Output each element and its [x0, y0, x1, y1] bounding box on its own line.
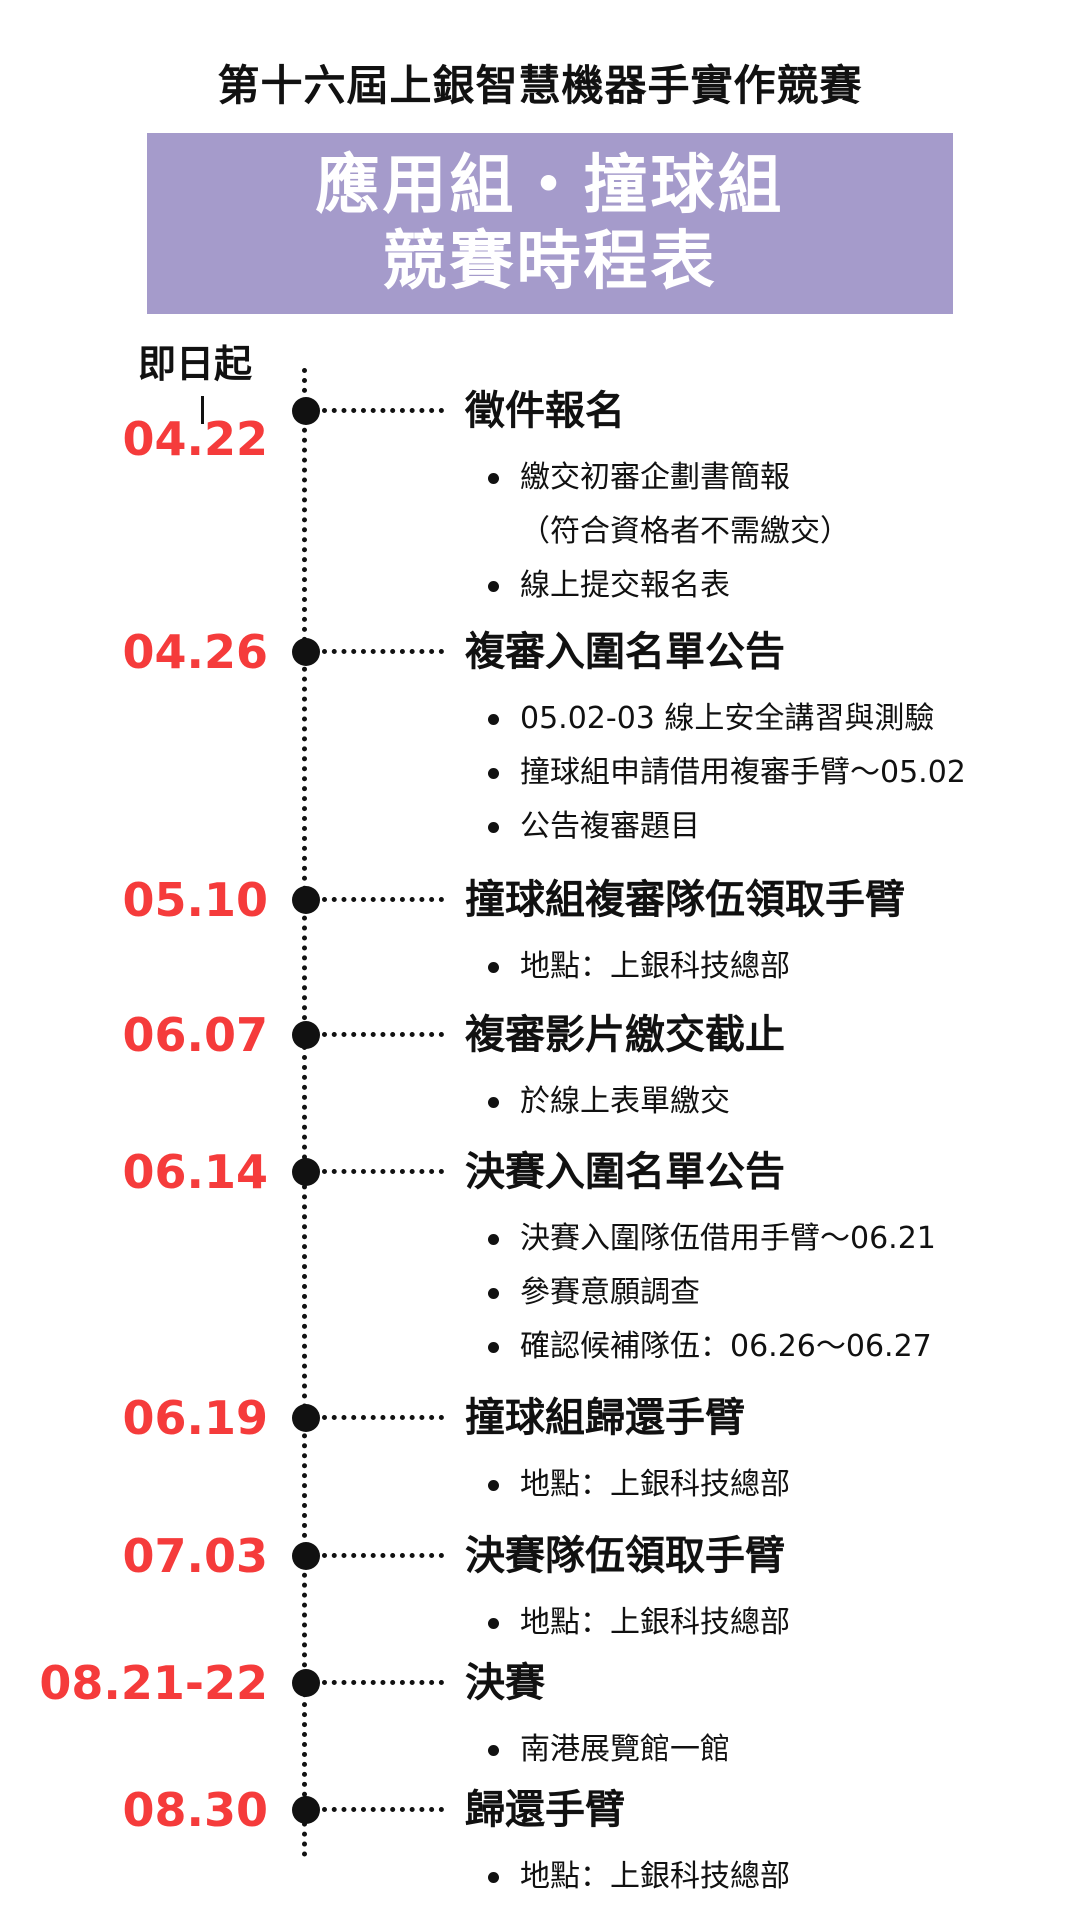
- list-item: 地點：上銀科技總部: [488, 940, 790, 994]
- event-title: 複審影片繳交截止: [465, 1012, 785, 1058]
- event-date: 08.21-22: [39, 1656, 268, 1710]
- event-date: 06.14: [122, 1145, 268, 1199]
- list-item: （符合資格者不需繳交）: [520, 514, 850, 549]
- list-item: 南港展覽館一館: [488, 1723, 730, 1777]
- connector-line: [322, 1553, 444, 1558]
- timeline-line: [302, 368, 307, 1858]
- connector-line: [322, 897, 444, 902]
- event-title: 歸還手臂: [465, 1787, 625, 1833]
- list-item: 決賽入圍隊伍借用手臂～06.21: [488, 1212, 936, 1266]
- timeline-dot: [292, 1021, 320, 1049]
- event-title: 撞球組歸還手臂: [465, 1395, 745, 1441]
- list-item: 公告複審題目: [488, 800, 966, 854]
- connector-line: [322, 1415, 444, 1420]
- timeline-dot: [292, 397, 320, 425]
- banner-line-2: 競賽時程表: [382, 224, 718, 299]
- event-title: 撞球組複審隊伍領取手臂: [465, 877, 905, 923]
- timeline-dot: [292, 1669, 320, 1697]
- list-item: 繳交初審企劃書簡報: [488, 451, 850, 505]
- event-items: 05.02-03 線上安全講習與測驗 撞球組申請借用複審手臂～05.02 公告複…: [488, 692, 966, 854]
- event-title: 複審入圍名單公告: [465, 629, 785, 675]
- event-date: 05.10: [122, 873, 268, 927]
- banner-line-1: 應用組・撞球組: [315, 148, 785, 223]
- list-item: 參賽意願調查: [488, 1266, 936, 1320]
- list-item: 地點：上銀科技總部: [488, 1458, 790, 1512]
- start-bar: [201, 396, 204, 424]
- event-date: 06.19: [122, 1391, 268, 1445]
- timeline-dot: [292, 1404, 320, 1432]
- event-date: 08.30: [122, 1783, 268, 1837]
- timeline-dot: [292, 1542, 320, 1570]
- event-title: 決賽入圍名單公告: [465, 1149, 785, 1195]
- list-item: 地點：上銀科技總部: [488, 1596, 790, 1650]
- competition-title: 第十六屆上銀智慧機器手實作競賽: [217, 61, 863, 110]
- connector-line: [322, 649, 444, 654]
- event-items: 決賽入圍隊伍借用手臂～06.21 參賽意願調查 確認候補隊伍：06.26～06.…: [488, 1212, 936, 1374]
- event-date: 06.07: [122, 1008, 268, 1062]
- event-items: 地點：上銀科技總部: [488, 1850, 790, 1904]
- event-items: 地點：上銀科技總部: [488, 940, 790, 994]
- list-item: 地點：上銀科技總部: [488, 1850, 790, 1904]
- event-items: 南港展覽館一館: [488, 1723, 730, 1777]
- list-item: 於線上表單繳交: [488, 1075, 730, 1129]
- event-title: 決賽隊伍領取手臂: [465, 1533, 785, 1579]
- connector-line: [322, 1032, 444, 1037]
- timeline-dot: [292, 1158, 320, 1186]
- start-label: 即日起: [138, 342, 253, 386]
- connector-line: [322, 408, 444, 413]
- list-item: 撞球組申請借用複審手臂～05.02: [488, 746, 966, 800]
- event-items: 地點：上銀科技總部: [488, 1596, 790, 1650]
- event-title: 決賽: [465, 1660, 545, 1706]
- event-title: 徵件報名: [465, 388, 625, 434]
- event-date: 04.26: [122, 625, 268, 679]
- list-item: 線上提交報名表: [488, 559, 850, 613]
- timeline-dot: [292, 638, 320, 666]
- schedule-banner: 應用組・撞球組 競賽時程表: [147, 133, 953, 314]
- event-date: 07.03: [122, 1529, 268, 1583]
- timeline-dot: [292, 886, 320, 914]
- connector-line: [322, 1169, 444, 1174]
- list-item: 05.02-03 線上安全講習與測驗: [488, 692, 966, 746]
- connector-line: [322, 1680, 444, 1685]
- connector-line: [322, 1807, 444, 1812]
- timeline-dot: [292, 1796, 320, 1824]
- event-date: 04.22: [122, 412, 268, 466]
- list-item: 確認候補隊伍：06.26～06.27: [488, 1320, 936, 1374]
- event-items: 於線上表單繳交: [488, 1075, 730, 1129]
- event-items: 地點：上銀科技總部: [488, 1458, 790, 1512]
- event-items: 繳交初審企劃書簡報 （符合資格者不需繳交） 線上提交報名表: [488, 451, 850, 613]
